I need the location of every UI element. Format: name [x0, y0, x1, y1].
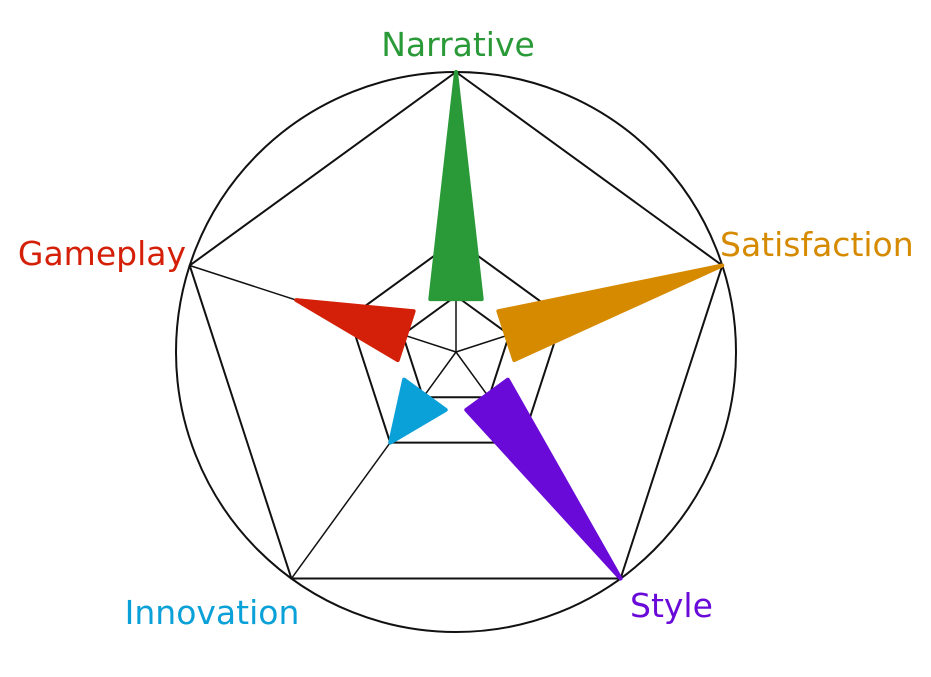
petal-satisfaction: [496, 263, 725, 363]
petal-style: [464, 377, 623, 581]
axis-label-narrative: Narrative: [381, 25, 535, 64]
axis-label-innovation: Innovation: [125, 593, 300, 632]
axis-label-satisfaction: Satisfaction: [720, 225, 914, 264]
petal-innovation: [388, 377, 448, 445]
petal-narrative: [428, 70, 484, 302]
radar-petals: [294, 70, 725, 581]
grid-ring-5: [188, 70, 724, 580]
grid-ring-1: [401, 294, 511, 399]
spoke-innovation: [290, 351, 457, 579]
axis-label-gameplay: Gameplay: [18, 234, 186, 273]
axis-label-style: Style: [630, 586, 713, 625]
petal-gameplay: [294, 298, 416, 363]
